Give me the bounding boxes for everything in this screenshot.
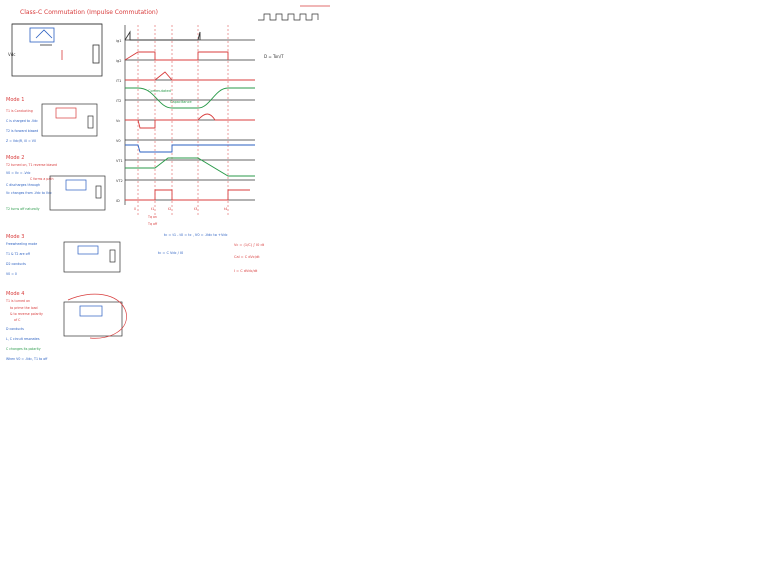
mode2-note-3: C forms a path <box>30 177 54 181</box>
mode1-notes: T1 is Conducting C is charged to -Vdc T2… <box>5 109 38 143</box>
mode1-note-4: Z = Vdc/R, i0 = V0 <box>6 139 36 143</box>
mode2-note-2: V0 = Vc = -Vdc <box>6 171 31 175</box>
signal-ig2: ig2 <box>116 59 121 63</box>
mode2-note-4: C discharges through <box>6 183 40 187</box>
signal-vt2: VT2 <box>116 179 123 183</box>
mode4-heading: Mode 4 <box>6 291 24 297</box>
mode3-circuit <box>63 241 121 273</box>
mode4-note-7: C changes its polarity <box>6 347 41 351</box>
waveform-id <box>125 189 250 201</box>
signal-it2: iT2 <box>116 99 121 103</box>
mode4-note-4: of C <box>14 318 21 322</box>
signal-vt1: VT1 <box>116 159 123 163</box>
label-vdc: Vdc <box>8 52 15 57</box>
time-mark-t1: t1 <box>151 207 154 211</box>
mode1-heading: Mode 1 <box>6 97 24 103</box>
mode3-note-4: V0 = 0 <box>6 272 17 276</box>
signal-vc: Vc <box>116 119 120 123</box>
time-mark-t2: t2 <box>168 207 171 211</box>
mode3-note-3: D2 conducts <box>6 262 26 266</box>
note-tq-on: Tq on <box>147 215 157 219</box>
waveform-vt1 <box>125 144 255 153</box>
mode1-note-1: T1 is Conducting <box>5 109 33 113</box>
mode4-note-8: When V0 = -Vdc, T1 to off <box>6 357 48 361</box>
equation-i: I = C dVdc/dt <box>234 269 258 273</box>
mode3-heading: Mode 3 <box>6 234 24 240</box>
mode3-note-2: T1 & T2 are off <box>5 252 31 256</box>
mode1-circuit <box>41 103 98 137</box>
time-mark-t4: t4 <box>224 207 227 211</box>
main-circuit <box>11 23 103 77</box>
mode4-note-5: D conducts <box>6 327 24 331</box>
label-commutated: Commutated <box>148 89 171 93</box>
time-mark-t3: t3 <box>194 207 197 211</box>
signal-id: iD <box>116 199 120 203</box>
waveform-iT1 <box>124 51 229 61</box>
waveform-iT2 <box>125 71 255 81</box>
waveform-ig1 <box>124 30 201 41</box>
top-right-sketch <box>258 5 330 21</box>
mode3-note-1: Freewheeling mode <box>6 242 37 246</box>
signal-v0: V0 <box>116 139 121 143</box>
mode4-note-1: T1 is turned on <box>5 299 30 303</box>
mode2-heading: Mode 2 <box>6 155 24 161</box>
waveform-vc <box>125 87 255 109</box>
label-capacitance: Capacitance <box>170 100 192 104</box>
equation-cal: Cal = C dVc/dt <box>234 255 260 259</box>
mode2-note-5: Vc changes from -Vdc to Vdc <box>6 191 52 195</box>
mode4-notes: T1 is turned on to prime the load & to r… <box>5 299 48 361</box>
mode4-note-2: to prime the load <box>10 306 38 310</box>
mode2-notes: T2 turned on, T1 reverse biased V0 = Vc … <box>5 163 57 211</box>
duty-ratio: D = Ton/T <box>264 54 284 59</box>
mode3-notes: Freewheeling mode T1 & T2 are off D2 con… <box>5 242 37 276</box>
waveform-v0 <box>125 113 255 129</box>
mode2-circuit <box>49 175 106 211</box>
equation-tc: tc = t1 - t0 = tc , V0 = -Vdc to +Vdc <box>164 233 228 237</box>
mode1-note-3: T2 is forward biased <box>5 129 38 133</box>
page-title: Class-C Commutation (Impulse Commutation… <box>20 9 158 16</box>
signal-ig1: ig1 <box>116 39 121 43</box>
equation-vc: Vc = (1/C) ∫ I0 dt <box>234 243 265 247</box>
waveform-panel: ig1 ig2 iT1 iT2 Vc V0 VT1 VT2 iD Commuta… <box>116 25 255 226</box>
signal-it1: iT1 <box>116 79 121 83</box>
mode2-note-1: T2 turned on, T1 reverse biased <box>5 163 57 167</box>
mode4-note-3: & to reverse polarity <box>10 312 43 316</box>
waveform-vt2 <box>125 157 255 177</box>
note-tq-off: Tq off <box>147 222 158 226</box>
equations: tc = t1 - t0 = tc , V0 = -Vdc to +Vdc tc… <box>158 233 265 273</box>
mode1-note-2: C is charged to -Vdc <box>6 119 38 123</box>
mode4-circuit <box>63 293 127 339</box>
mode2-note-6: T2 turns off naturally <box>5 207 40 211</box>
equation-tc2: tc = C Vdc / I0 <box>158 251 183 255</box>
time-mark-0: 0 <box>134 207 136 211</box>
mode4-note-6: L, C circuit resonates <box>6 337 40 341</box>
